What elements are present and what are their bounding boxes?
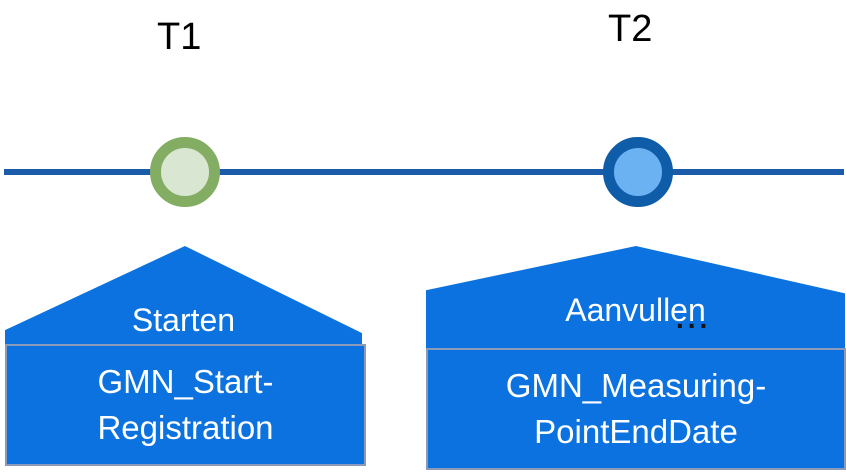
message-box-gmn-start-registration: GMN_Start- Registration (5, 344, 366, 466)
message-line: GMN_Start- (97, 363, 274, 400)
message-line: Registration (97, 409, 274, 446)
message-line: GMN_Measuring- (505, 367, 767, 404)
callout-arrow-aanvullen: Aanvullen (426, 246, 845, 349)
timeline-line (4, 169, 844, 175)
callout-title-aanvullen: Aanvullen (565, 292, 706, 328)
callout-arrow-starten: Starten (5, 246, 362, 345)
timeline-marker-t1-circle (150, 137, 220, 207)
timeline-marker-t2-circle (603, 137, 673, 207)
ellipsis-text: ... (676, 303, 712, 334)
message-box-gmn-measuring-point-end-date: GMN_Measuring- PointEndDate (426, 348, 846, 470)
timepoint-label-t1: T1 (157, 16, 202, 58)
callout-title-starten: Starten (131, 302, 236, 338)
timepoint-label-t2: T2 (608, 8, 653, 50)
message-line: PointEndDate (534, 413, 738, 450)
